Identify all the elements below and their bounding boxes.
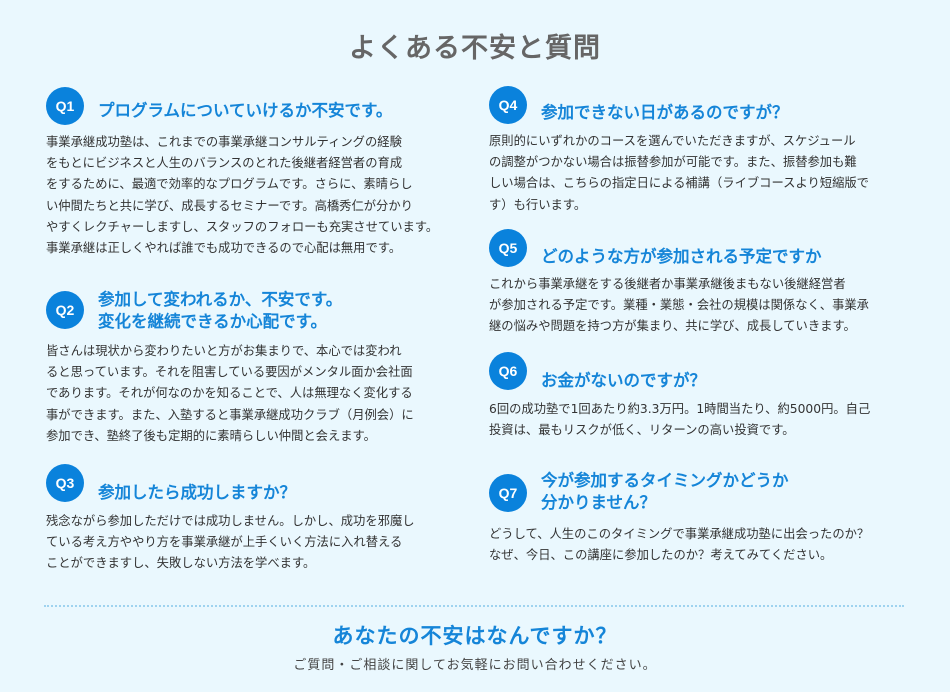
- question-badge-icon: Q2: [46, 291, 84, 329]
- faq-item-q3: Q3 参加したら成功しますか？ 残念ながら参加しただけでは成功しません。しかし、…: [46, 464, 466, 574]
- question-title: 参加したら成功しますか？: [98, 483, 296, 502]
- answer-text: 皆さんは現状から変わりたいと方がお集まりで、本心では変われ ると思っています。そ…: [46, 344, 414, 443]
- faq-item-q2: Q2 参加して変われるか、不安です。 変化を継続できるか心配です。 皆さんは現状…: [46, 289, 466, 449]
- answer-text: これから事業承継をする後継者か事業承継後まもない後継経営者 が参加される予定です…: [489, 277, 869, 334]
- faq-item-q5: Q5 どのような方が参加される予定ですか これから事業承継をする後継者か事業承継…: [489, 229, 909, 341]
- answer-text: 6回の成功塾で1回あたり約3.3万円。1時間当たり、約5000円。自己 投資は、…: [489, 402, 871, 438]
- question-badge-icon: Q3: [46, 464, 84, 502]
- answer-text: 事業承継成功塾は、これまでの事業承継コンサルティングの経験 をもとにビジネスと人…: [46, 135, 439, 256]
- cta-title: あなたの不安はなんですか？: [332, 624, 618, 648]
- question-badge-icon: Q4: [489, 86, 527, 124]
- question-badge-icon: Q5: [489, 229, 527, 267]
- faq-item-q4: Q4 参加できない日があるのですが？ 原則的にいずれかのコースを選んでいただきま…: [489, 86, 909, 216]
- question-badge-icon: Q6: [489, 352, 527, 390]
- faq-item-q7: Q7 今が参加するタイミングかどうか 分かりません？ どうして、人生のこのタイミ…: [489, 470, 909, 575]
- question-badge-icon: Q1: [46, 87, 84, 125]
- question-title: 今が参加するタイミングかどうか 分かりません？: [541, 471, 789, 512]
- question-title: プログラムについていけるか不安です。: [98, 101, 393, 120]
- faq-item-q1: Q1 プログラムについていけるか不安です。 事業承継成功塾は、これまでの事業承継…: [46, 87, 466, 262]
- question-badge-icon: Q7: [489, 474, 527, 512]
- question-title: どのような方が参加される予定ですか: [541, 247, 822, 266]
- cta-subtitle: ご質問・ご相談に関してお気軽にお問い合わせください。: [293, 658, 657, 673]
- answer-text: どうして、人生のこのタイミングで事業承継成功塾に出会ったのか？ なぜ、今日、この…: [489, 527, 870, 563]
- answer-text: 残念ながら参加しただけでは成功しません。しかし、成功を邪魔し ている考え方ややり…: [46, 514, 415, 571]
- dotted-divider: [44, 605, 904, 607]
- page-title: よくある不安と質問: [349, 33, 601, 64]
- question-title: お金がないのですが？: [541, 371, 706, 390]
- faq-item-q6: Q6 お金がないのですが？ 6回の成功塾で1回あたり約3.3万円。1時間当たり、…: [489, 352, 909, 447]
- answer-text: 原則的にいずれかのコースを選んでいただきますが、スケジュール の調整がつかない場…: [489, 134, 869, 212]
- question-title: 参加して変われるか、不安です。 変化を継続できるか心配です。: [98, 290, 343, 331]
- question-title: 参加できない日があるのですが？: [541, 103, 789, 122]
